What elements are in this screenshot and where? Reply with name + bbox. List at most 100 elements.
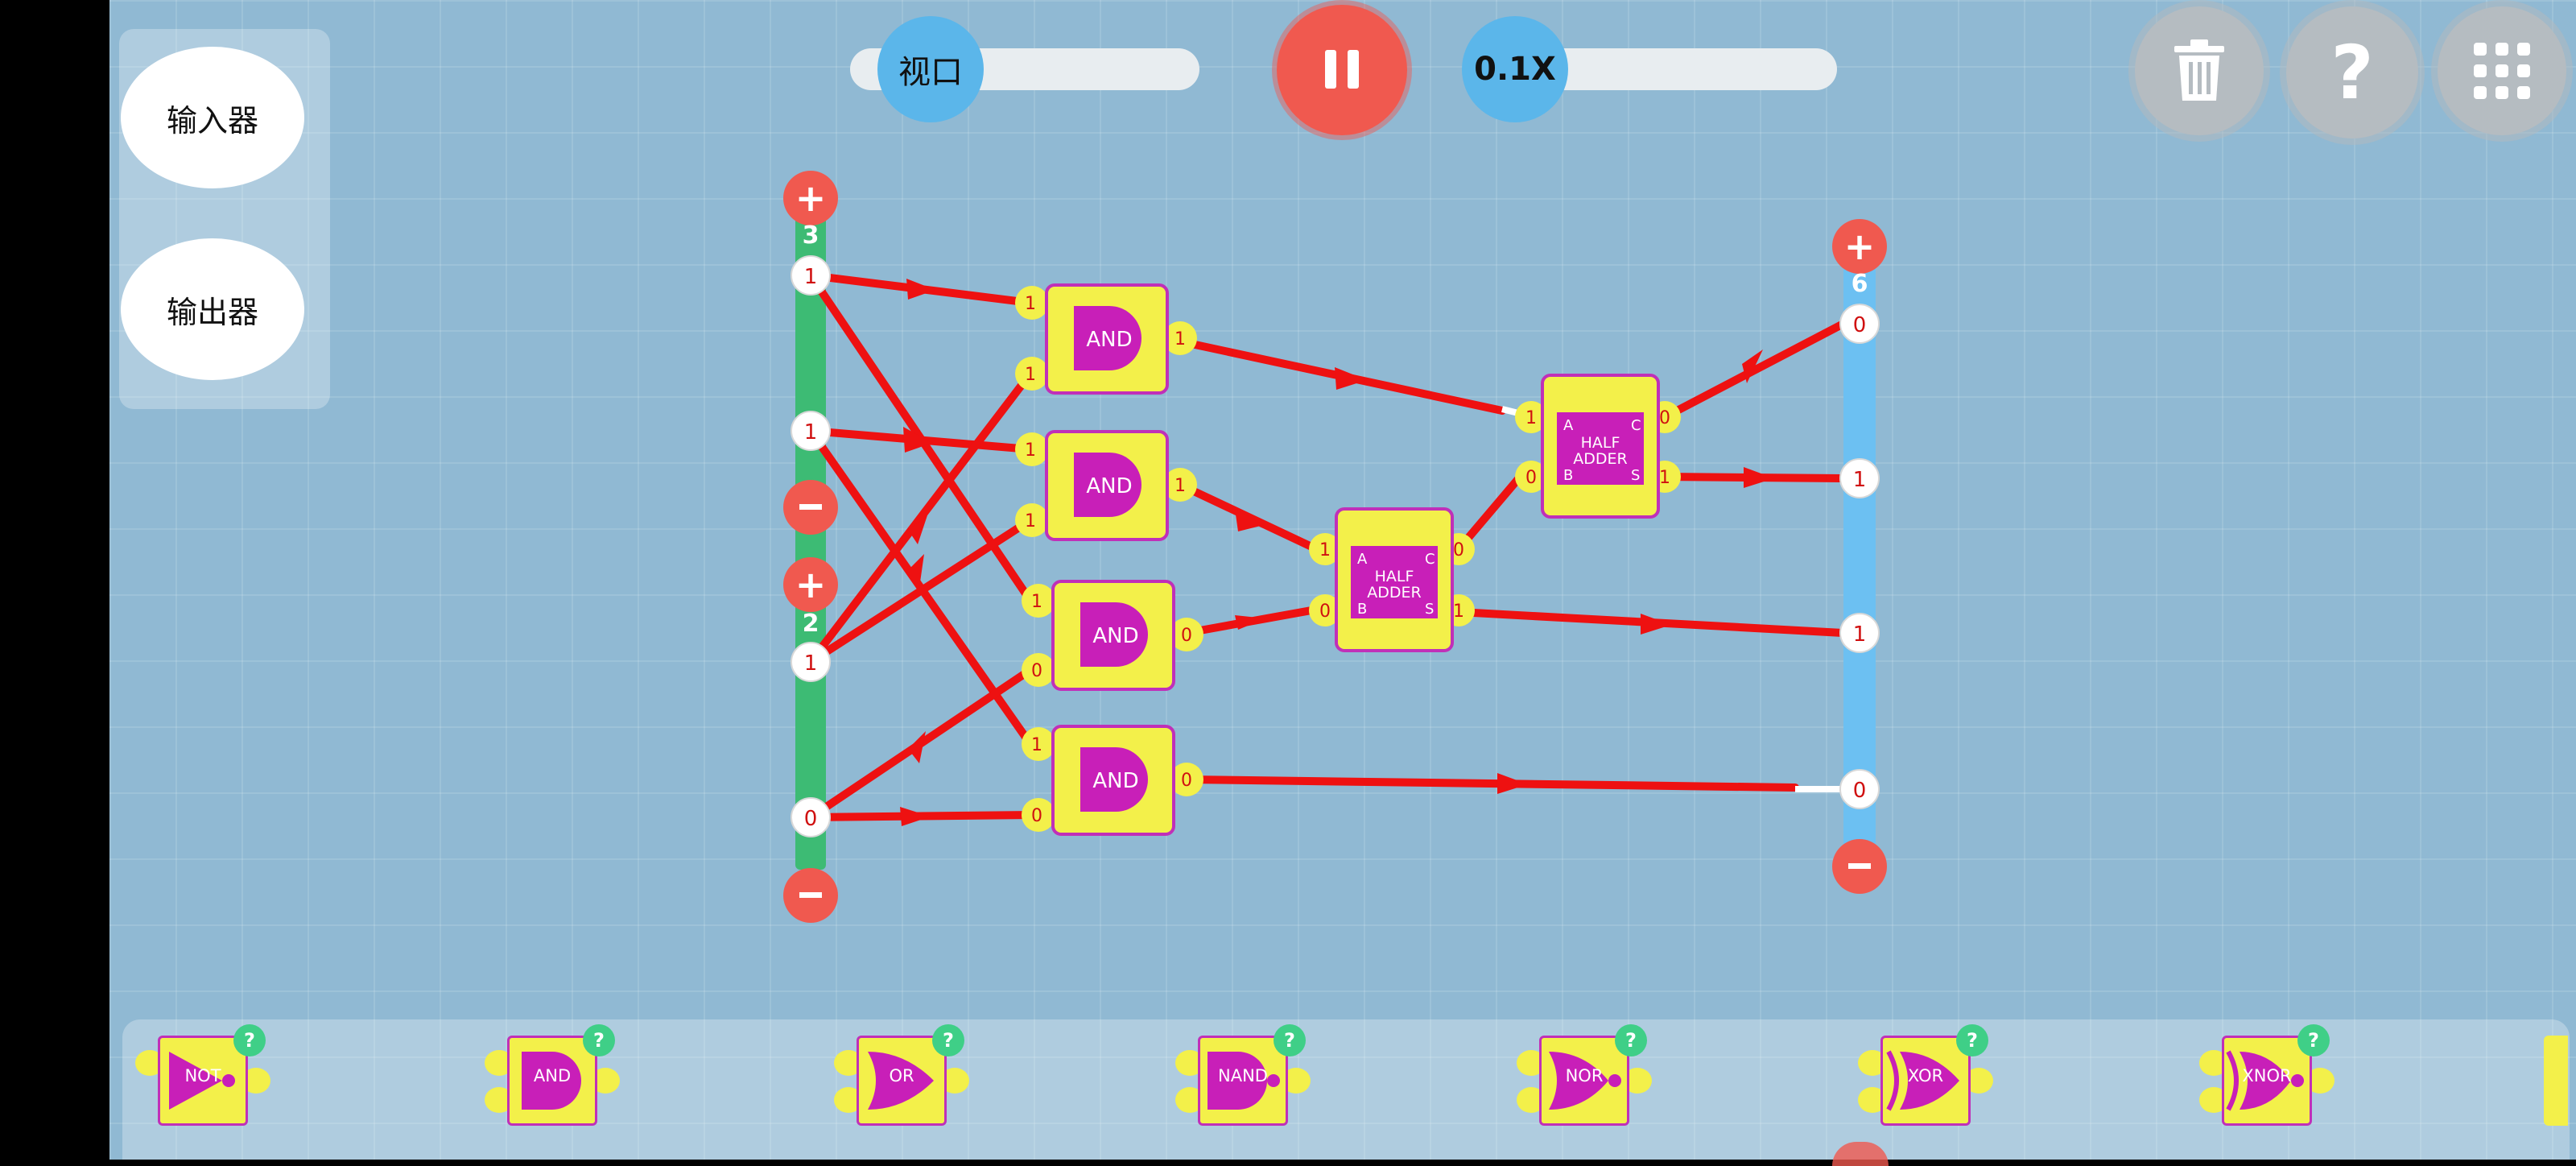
palette-xor-gate[interactable]: XOR ? [1858,1024,1993,1126]
viewport-label: 视口 [898,54,963,91]
gate-input-b: 0 [1031,806,1042,826]
input-pin[interactable] [791,255,831,296]
add-output-button[interactable]: 输出器 [121,238,304,380]
palette-label: OR [889,1066,914,1085]
palette-label: XOR [1907,1066,1944,1085]
add-input-button[interactable]: 输入器 [121,47,304,188]
palette-or-gate[interactable]: OR ? [834,1024,969,1126]
wire [1455,471,1525,553]
speed-slider-knob[interactable]: 0.1X [1462,16,1568,122]
speed-label: 0.1X [1474,51,1556,88]
viewport-slider-knob[interactable]: 视口 [877,16,984,122]
adder-title: HALF [1375,568,1414,585]
palette-label: XNOR [2242,1066,2292,1085]
palette-next-item-partial[interactable] [2544,1036,2568,1126]
not-gate-icon [169,1052,235,1110]
output-count: 6 [1852,270,1868,298]
palette-not-gate[interactable]: NOT ? [135,1024,270,1126]
input-pin-value: 1 [804,420,818,444]
xor-gate-icon [1886,1050,1959,1111]
adder-output-c: 0 [1659,408,1670,428]
adder-output-c: 0 [1453,540,1464,560]
adder-output-s: 1 [1659,468,1670,488]
add-pin-button[interactable] [783,557,838,612]
gate-output: 1 [1174,476,1186,496]
palette-help-badge[interactable]: ? [932,1024,964,1056]
palette-help-badge[interactable]: ? [1956,1024,1988,1056]
input-pin[interactable] [791,642,831,682]
output-bus-bar [1843,250,1876,862]
gate-output: 1 [1174,329,1186,349]
adder-input-a: 1 [1525,408,1537,428]
pause-button[interactable] [1277,5,1407,135]
palette-help-badge[interactable]: ? [583,1024,615,1056]
wire-arrows [900,279,1774,826]
input-pin[interactable] [791,797,831,837]
minus-icon [1848,863,1871,869]
gate-input-a: 1 [1025,294,1036,314]
output-pin[interactable] [1839,769,1880,809]
half-adder[interactable]: 1 0 0 1 A B C S HALF ADDER [1515,374,1681,519]
adder-title: ADDER [1573,450,1627,468]
pin-s-label: S [1425,601,1434,618]
gate-input-a: 1 [1025,440,1036,461]
output-pin[interactable] [1839,613,1880,653]
xnor-gate-icon [2226,1050,2304,1111]
trash-icon [2174,39,2224,101]
plus-icon: + [795,563,827,606]
palette-nor-gate[interactable]: NOR ? [1517,1024,1652,1126]
and-gate[interactable]: 1 1 1 AND [1015,430,1197,541]
add-pin-button[interactable] [1832,219,1887,274]
adder-input-b: 0 [1525,468,1537,488]
adder-output-s: 1 [1453,602,1464,622]
input-pin-value: 0 [804,807,818,831]
gate-label: AND [1086,328,1132,352]
wire [807,370,1034,666]
wire [1661,320,1847,421]
palette-and-gate[interactable]: AND ? [485,1024,620,1126]
palette-label: NOT [184,1066,221,1085]
input-pin-value: 1 [804,265,818,289]
help-button[interactable]: ? [2286,6,2418,139]
trash-button[interactable] [2135,6,2264,135]
palette-help-badge[interactable]: ? [1615,1024,1647,1056]
help-icon: ? [2330,29,2374,116]
gate-label: AND [1086,474,1132,498]
input-pin-value: 1 [804,651,818,676]
output-pin-value: 0 [1853,313,1867,337]
palette-help-badge[interactable]: ? [2297,1024,2330,1056]
nor-gate-icon [1549,1052,1621,1110]
input-pin[interactable] [791,411,831,451]
pin-a-label: A [1357,551,1368,568]
pin-b-label: B [1563,467,1573,484]
output-pin-value: 1 [1853,622,1867,647]
and-gate[interactable]: 1 0 0 AND [1022,580,1203,691]
and-gate[interactable]: 1 0 0 AND [1022,725,1203,836]
add-output-label: 输出器 [166,294,258,330]
output-pin[interactable] [1839,458,1880,498]
output-pin[interactable] [1839,304,1880,344]
and-gate[interactable]: 1 1 1 AND [1015,283,1197,395]
palette-label: AND [533,1066,572,1085]
palette-nand-gate[interactable]: NAND ? [1175,1024,1311,1126]
adder-input-a: 1 [1319,540,1331,560]
gate-input-b: 1 [1025,511,1036,531]
menu-button[interactable] [2438,6,2566,135]
input-count-bottom: 2 [803,610,819,638]
minus-icon [799,504,822,510]
gate-input-a: 1 [1031,592,1042,612]
adder-title: HALF [1581,434,1620,452]
pin-s-label: S [1631,467,1640,484]
palette-help-badge[interactable]: ? [1274,1024,1306,1056]
palette-label: NAND [1218,1066,1268,1085]
half-adder[interactable]: 1 0 0 1 A B C S HALF ADDER [1309,507,1475,652]
pin-b-label: B [1357,601,1367,618]
plus-icon: + [795,176,827,220]
pin-a-label: A [1563,417,1574,434]
input-bus-bar [795,201,826,870]
plus-icon: + [1844,225,1876,268]
palette-xnor-gate[interactable]: XNOR ? [2199,1024,2334,1126]
add-pin-button[interactable] [783,171,838,225]
palette-help-badge[interactable]: ? [233,1024,266,1056]
